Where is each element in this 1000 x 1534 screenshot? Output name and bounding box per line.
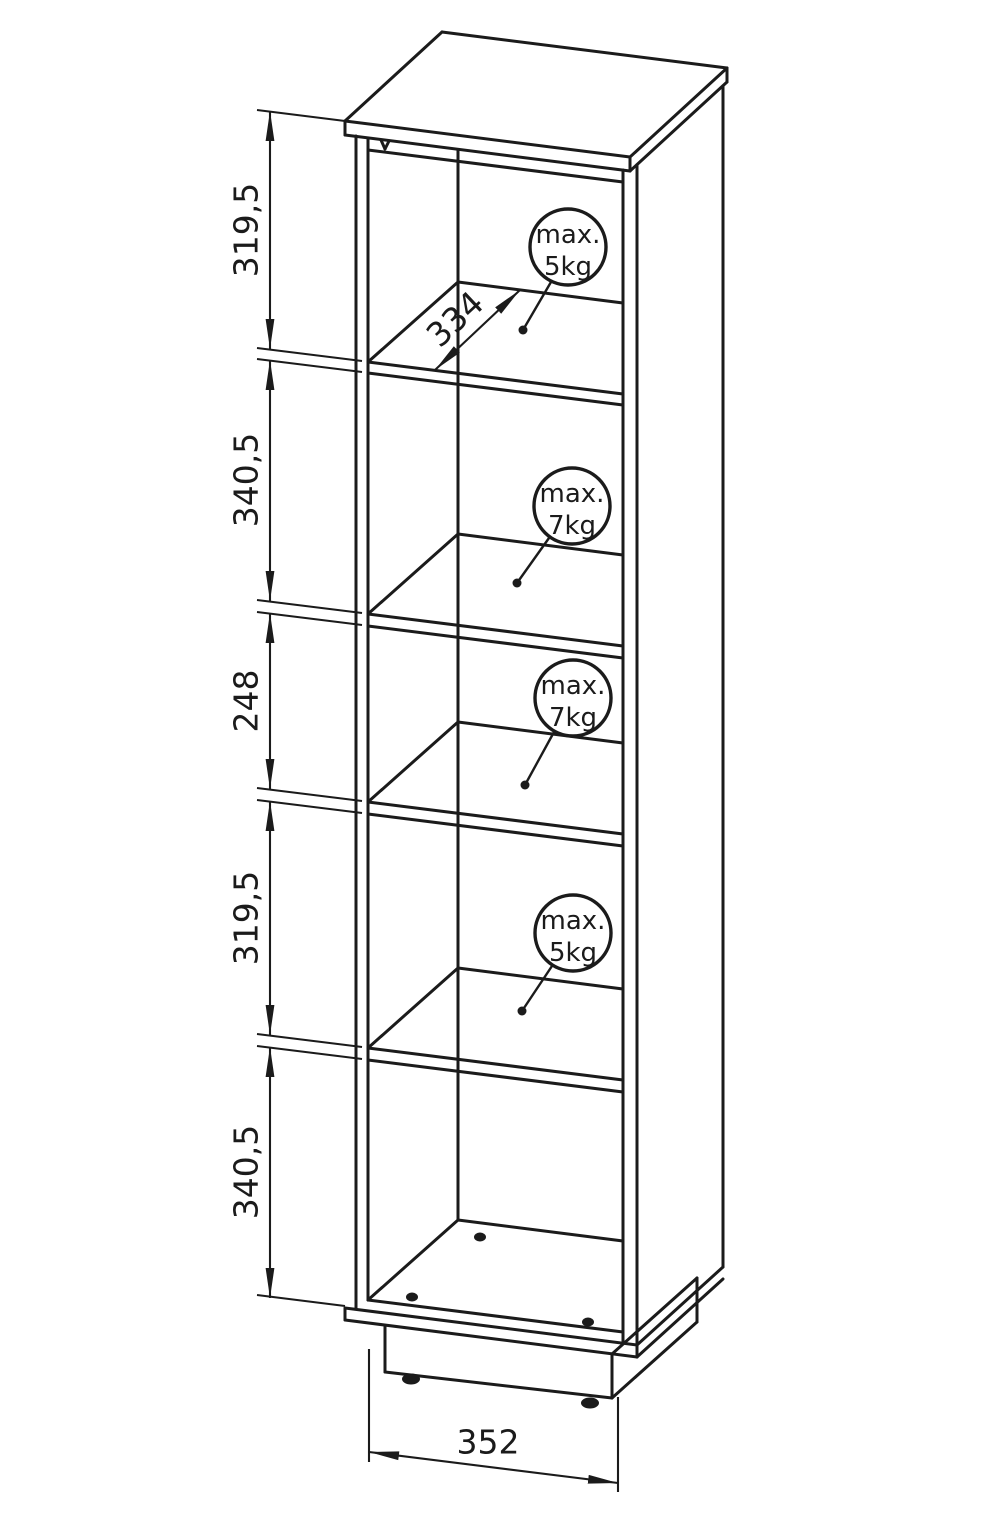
load-badge-1: max. 5kg: [518, 207, 608, 335]
height-dimension-2: 340,5: [227, 360, 275, 601]
load-badge-text: max.: [536, 220, 601, 250]
shelf-2: [366, 532, 625, 660]
width-dimension: 352: [367, 1349, 620, 1492]
top-panel: [343, 30, 729, 173]
bottom-band: [343, 1265, 725, 1359]
load-badge-3: max. 7kg: [520, 658, 613, 790]
height-dimension-1: 319,5: [227, 111, 275, 349]
height-dimension-label: 248: [227, 670, 266, 733]
load-badge-circle: [532, 466, 612, 546]
bottom-panel: [366, 1218, 625, 1334]
load-badge-value: 5kg: [544, 252, 592, 282]
height-dimension-3: 248: [227, 613, 275, 789]
plinth-base: [383, 1276, 699, 1400]
load-badge-4: max. 5kg: [517, 893, 613, 1016]
screw-dots: [406, 1232, 594, 1327]
shelf-1: [366, 280, 625, 407]
height-dimension-chain: 319,5 340,5 248 319,5 340,5: [227, 108, 363, 1308]
load-badge-circle: [533, 893, 613, 973]
height-dimension-label: 319,5: [227, 183, 266, 277]
load-badge-text: max.: [541, 906, 606, 936]
load-badge-text: max.: [540, 479, 605, 509]
shelf-4: [366, 966, 625, 1094]
load-badges: max. 5kg max. 7kg max. 7kg max. 5kg: [512, 207, 613, 1016]
load-badge-text: max.: [541, 671, 606, 701]
depth-dimension-label: 334: [419, 283, 492, 354]
height-dimension-5: 340,5: [227, 1047, 275, 1298]
adjustable-feet: [402, 1373, 599, 1409]
height-dimension-label: 340,5: [227, 1125, 266, 1219]
width-dimension-label: 352: [457, 1423, 520, 1462]
height-dimension-label: 340,5: [227, 433, 266, 527]
load-badge-value: 7kg: [549, 703, 597, 733]
depth-dimension: 334: [419, 283, 521, 371]
height-dimension-label: 319,5: [227, 871, 266, 965]
load-badge-circle: [533, 658, 613, 738]
shelf-3: [366, 720, 625, 848]
load-badge-value: 5kg: [549, 938, 597, 968]
load-badge-value: 7kg: [548, 511, 596, 541]
load-badge-circle: [528, 207, 608, 287]
height-dimension-4: 319,5: [227, 801, 275, 1035]
load-badge-2: max. 7kg: [512, 466, 612, 588]
